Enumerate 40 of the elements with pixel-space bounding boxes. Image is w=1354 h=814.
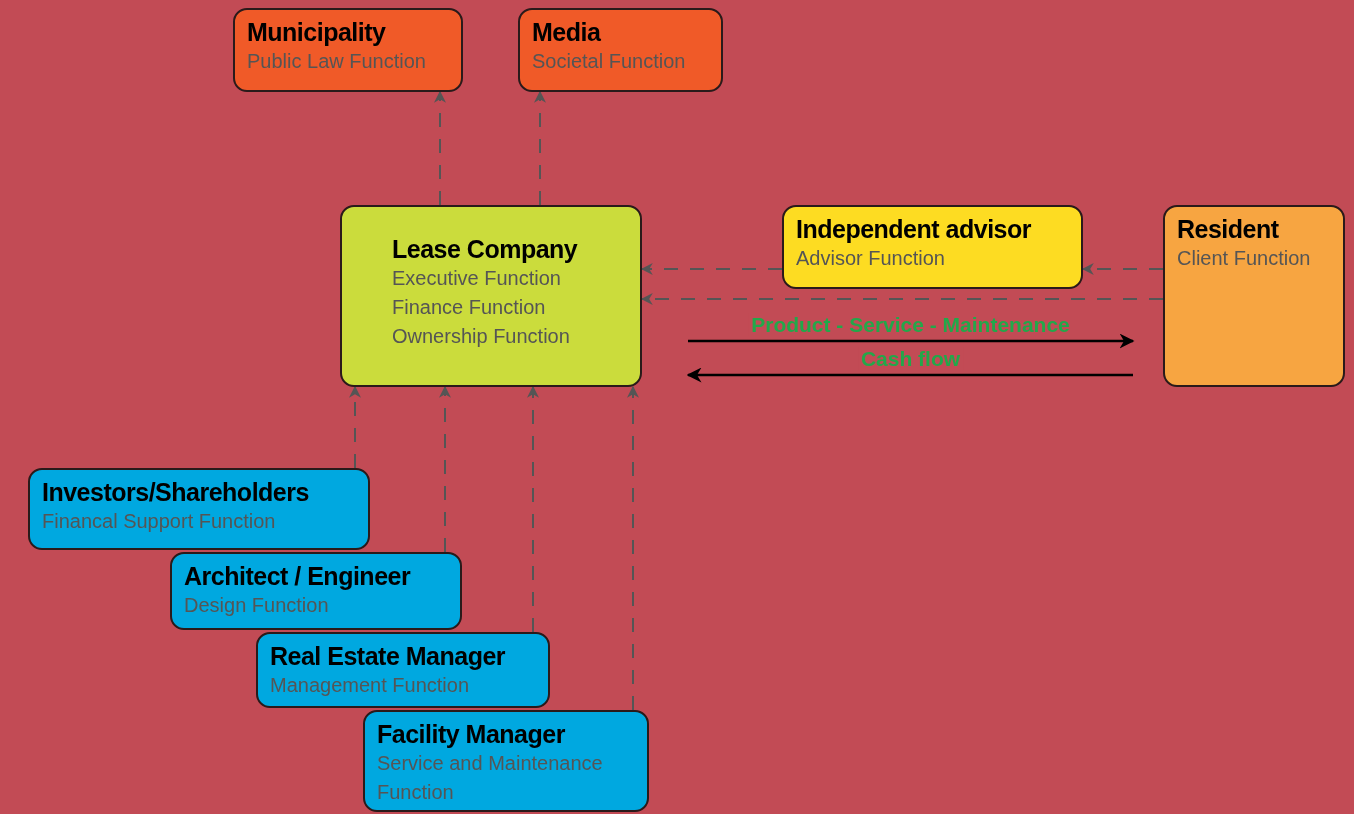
arrow xyxy=(439,385,451,553)
function-text: Public Law Function xyxy=(247,48,427,74)
arrow xyxy=(434,90,446,206)
function-text: Client Function xyxy=(1177,245,1312,271)
arrow xyxy=(534,90,546,206)
role-box xyxy=(1163,205,1345,387)
role-box xyxy=(233,8,463,92)
function-text: Financal Support Function xyxy=(42,508,277,534)
function-text: Design Function xyxy=(184,592,330,618)
role-box xyxy=(28,468,370,550)
role-box xyxy=(256,632,550,708)
role-box xyxy=(518,8,723,92)
function-text: Finance Function xyxy=(392,294,547,320)
function-text: Societal Function xyxy=(532,48,687,74)
role-title: Investors/Shareholders xyxy=(42,478,310,507)
role-title: Real Estate Manager xyxy=(270,642,507,671)
function-text: Management Function xyxy=(270,672,470,698)
role-title: Independent advisor xyxy=(796,215,1032,244)
arrow xyxy=(627,385,639,711)
function-text: Ownership Function xyxy=(392,323,571,349)
role-title: Media xyxy=(532,18,602,47)
arrow xyxy=(349,385,361,469)
function-text: Service and Maintenance Function xyxy=(377,750,604,805)
role-title: Facility Manager xyxy=(377,720,566,749)
arrow xyxy=(688,333,1135,349)
role-title: Resident xyxy=(1177,215,1280,244)
role-box xyxy=(782,205,1083,289)
role-title: Architect / Engineer xyxy=(184,562,412,591)
function-text: Executive Function xyxy=(392,265,562,291)
arrow xyxy=(686,367,1133,383)
role-box xyxy=(340,205,642,387)
function-text: Advisor Function xyxy=(796,245,946,271)
arrow xyxy=(640,263,783,275)
role-title: Lease Company xyxy=(392,235,579,264)
arrow xyxy=(640,293,1164,305)
role-box xyxy=(363,710,649,812)
role-title: Municipality xyxy=(247,18,387,47)
arrow xyxy=(1081,263,1164,275)
arrow xyxy=(527,385,539,633)
role-box xyxy=(170,552,462,630)
